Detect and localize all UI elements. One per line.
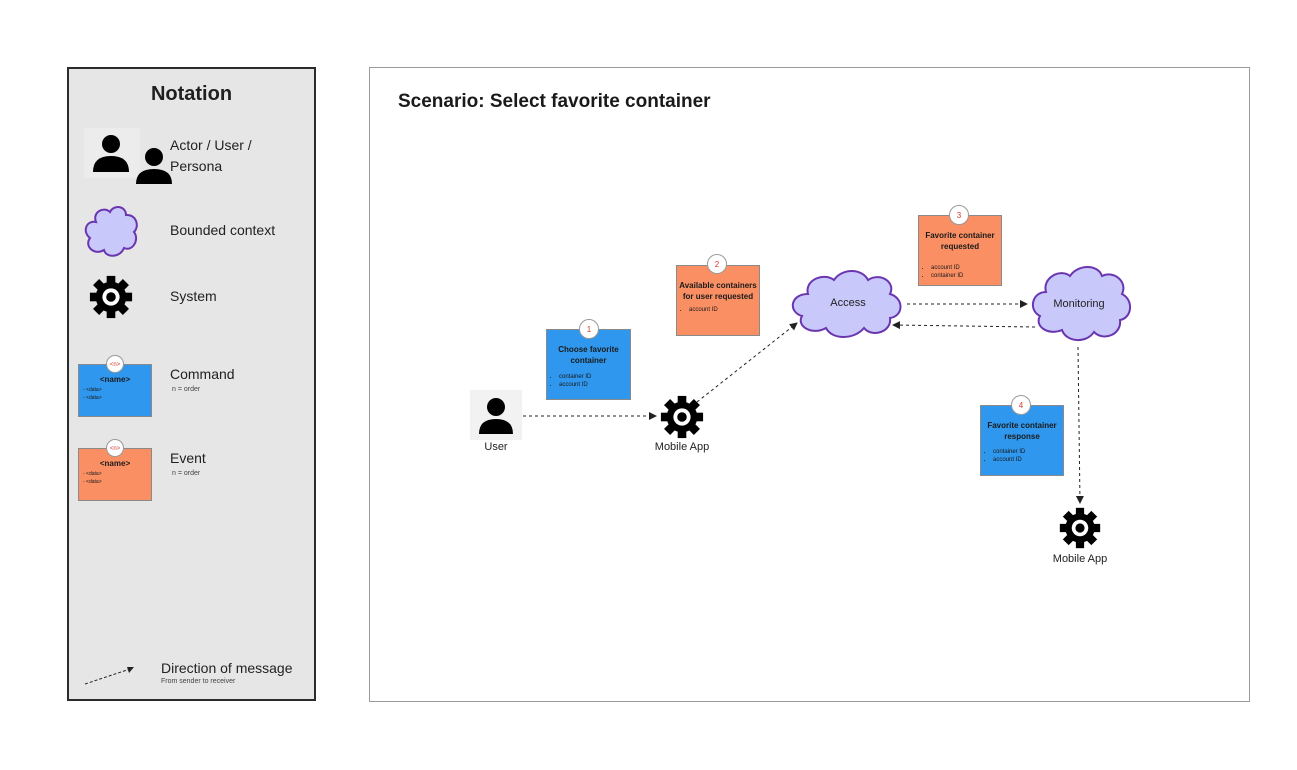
command-label: Command [170,366,235,382]
legend-command-field: - <data> [83,395,102,401]
message-item: container ID [559,373,591,381]
legend-event-fields: - <data> - <data> [83,470,102,486]
access-label: Access [830,297,866,309]
legend-event-field: - <data> [83,471,102,477]
scenario-frame [369,67,1250,702]
user-label: User [484,441,508,453]
command-sub: n = order [172,386,201,393]
monitoring-cloud-icon [1031,266,1131,341]
arrow-monitoring-to-app [1075,346,1084,504]
legend-command-badge: <n> [106,355,124,373]
mobile-app-label: Mobile App [1052,553,1108,565]
bounded-context-label: Bounded context [170,222,276,238]
mobile-app-label: Mobile App [654,441,710,453]
message-item: account ID [689,306,718,314]
actor-icon-group [84,128,172,184]
legend-event-title: <name> [99,459,131,468]
actor-label: Actor / User / Persona [170,137,252,174]
message-title-4: Favorite container response [987,421,1057,441]
message-sticky-1: Choose favorite container container ID a… [546,329,631,400]
legend-command-title: <name> [99,375,131,384]
message-items-4: container ID account ID [981,448,1025,464]
access-cloud-icon [792,270,902,338]
user-person-icon [470,390,522,440]
message-sticky-2: Available containers for user requested … [676,265,760,336]
legend-event-sticky: <name> - <data> - <data> [78,448,152,501]
message-sticky-3: Favorite container requested account ID … [918,215,1002,286]
message-item: container ID [993,448,1025,456]
message-title-3: Favorite container requested [925,231,995,251]
message-items-3: account ID container ID [919,264,963,280]
direction-label: Direction of message [161,660,293,676]
system-label: System [170,288,217,304]
message-items-2: account ID [677,306,718,314]
gear-icon [89,275,133,319]
message-item: account ID [931,264,963,272]
person-icon [136,148,172,184]
order-badge-1: 1 [579,319,599,339]
message-title-2: Available containers for user requested [679,281,757,301]
arrow-icon [84,667,134,685]
gear-icon [660,395,704,439]
legend-command-fields: - <data> - <data> [83,386,102,402]
event-label: Event [170,450,206,466]
event-sub: n = order [172,470,201,477]
legend-event-badge: <n> [106,439,124,457]
message-title-1: Choose favorite container [558,345,619,365]
direction-sub: From sender to receiver [161,678,236,685]
order-badge-2: 2 [707,254,727,274]
message-item: container ID [931,272,963,280]
order-badge-4: 4 [1011,395,1031,415]
legend-command-field: - <data> [83,387,102,393]
notation-title: Notation [150,83,233,105]
person-icon [93,135,129,172]
message-items-1: container ID account ID [547,373,591,389]
message-item: account ID [559,381,591,389]
legend-event-field: - <data> [83,479,102,485]
order-badge-3: 3 [949,205,969,225]
gear-icon [1059,507,1101,549]
arrow-monitoring-to-access [892,321,1036,330]
message-sticky-4: Favorite container response container ID… [980,405,1064,476]
monitoring-label: Monitoring [1053,298,1105,310]
cloud-icon [84,206,138,257]
scenario-title: Scenario: Select favorite container [398,91,711,112]
message-item: account ID [993,456,1025,464]
